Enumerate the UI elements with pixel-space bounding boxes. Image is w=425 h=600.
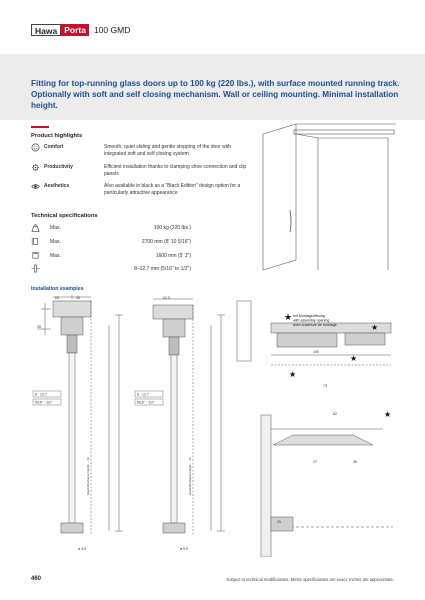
spec-value: 8–12.7 mm (5/16" to 1/2") bbox=[134, 266, 191, 272]
spec-value: 1600 mm (5' 3") bbox=[155, 253, 191, 259]
gear-wrench-icon bbox=[31, 163, 40, 172]
glass-thickness-icon bbox=[31, 264, 40, 273]
star-note: avec ouverture de montage bbox=[293, 323, 337, 327]
specs-title: Technical specifications bbox=[31, 213, 98, 219]
dim-label: 62.5 bbox=[163, 296, 170, 300]
glass-height-label: Glashöhe/Glass height ... 43 bbox=[188, 457, 192, 495]
page-headline: Fitting for top-running glass doors up t… bbox=[31, 79, 400, 110]
dim-label: ø 4.5 bbox=[78, 547, 86, 551]
highlight-name: Comfort bbox=[44, 144, 64, 150]
door-illustration bbox=[262, 123, 396, 271]
footer-note: Subject to technical modifications. Metr… bbox=[226, 577, 394, 582]
brand-hawa: Hawa bbox=[31, 24, 62, 36]
spec-value: 100 kg (220 lbs.) bbox=[153, 225, 191, 231]
spec-label: Max. bbox=[50, 225, 61, 231]
hero-band bbox=[0, 54, 425, 120]
dim-label: 38 bbox=[76, 296, 80, 300]
section-drawing-ceiling: 62.5 8 - 12.7 5/16" - 1/2" Glashöhe/Glas… bbox=[134, 296, 225, 551]
elevation-drawing: mit Montageöffnung with assembly opening… bbox=[236, 300, 393, 557]
dim-label: 25 bbox=[277, 520, 281, 524]
highlight-name: Aesthetics bbox=[44, 183, 70, 189]
glass-thickness-label: 5/16" - 1/2" bbox=[137, 401, 155, 405]
section-divider bbox=[31, 126, 49, 128]
section-drawing-wall: 25 65 38 8 - 12.7 5/16" - 1/2" Glashöhe/… bbox=[32, 295, 123, 551]
star-note: mit Montageöffnung bbox=[293, 314, 325, 318]
dim-label: 73 bbox=[323, 384, 327, 388]
star-marker: ★ bbox=[350, 354, 357, 363]
dim-label: 82 bbox=[333, 412, 337, 416]
dim-label: 65 bbox=[55, 296, 59, 300]
brand-porta: Porta bbox=[61, 24, 89, 36]
door-height-icon bbox=[31, 237, 38, 246]
glass-thickness-label: 8 - 12.7 bbox=[137, 393, 149, 397]
star-marker: ★ bbox=[289, 370, 296, 379]
star-note: with assembly opening bbox=[293, 319, 329, 323]
dim-label: 150 bbox=[313, 350, 319, 354]
spec-label: Max. bbox=[50, 239, 61, 245]
glass-height-label: Glashöhe/Glass height ... 43 bbox=[86, 457, 90, 495]
installation-title: Installation examples bbox=[31, 286, 84, 292]
highlight-desc: Efficient installation thanks to clampin… bbox=[104, 164, 247, 177]
page-number: 460 bbox=[31, 576, 42, 582]
spec-value: 2700 mm (8' 10 5/16") bbox=[141, 239, 191, 245]
spec-label: Max. bbox=[50, 253, 61, 259]
dim-label: 35 bbox=[353, 460, 357, 464]
eye-icon bbox=[31, 184, 40, 189]
highlight-desc: Smooth, quiet sliding and gentle stoppin… bbox=[104, 144, 232, 157]
svg-text:25: 25 bbox=[37, 325, 41, 329]
smile-face-icon bbox=[31, 143, 40, 152]
star-marker: ★ bbox=[284, 312, 292, 322]
weight-icon bbox=[31, 224, 40, 232]
brand-header: Hawa Porta 100 GMD bbox=[31, 24, 130, 36]
star-marker: ★ bbox=[371, 323, 378, 332]
door-width-icon bbox=[31, 252, 40, 259]
dim-label: 27 bbox=[313, 460, 317, 464]
highlight-name: Productivity bbox=[44, 164, 73, 170]
product-model: 100 GMD bbox=[93, 25, 131, 35]
glass-thickness-label: 5/16" - 1/2" bbox=[35, 401, 53, 405]
glass-thickness-label: 8 - 12.7 bbox=[35, 393, 47, 397]
highlights-title: Product highlights bbox=[31, 133, 83, 139]
dim-label: ø 5.5 bbox=[180, 547, 188, 551]
highlight-desc: Also available in black as a “Black Edit… bbox=[104, 183, 241, 196]
star-marker: ★ bbox=[384, 410, 391, 419]
